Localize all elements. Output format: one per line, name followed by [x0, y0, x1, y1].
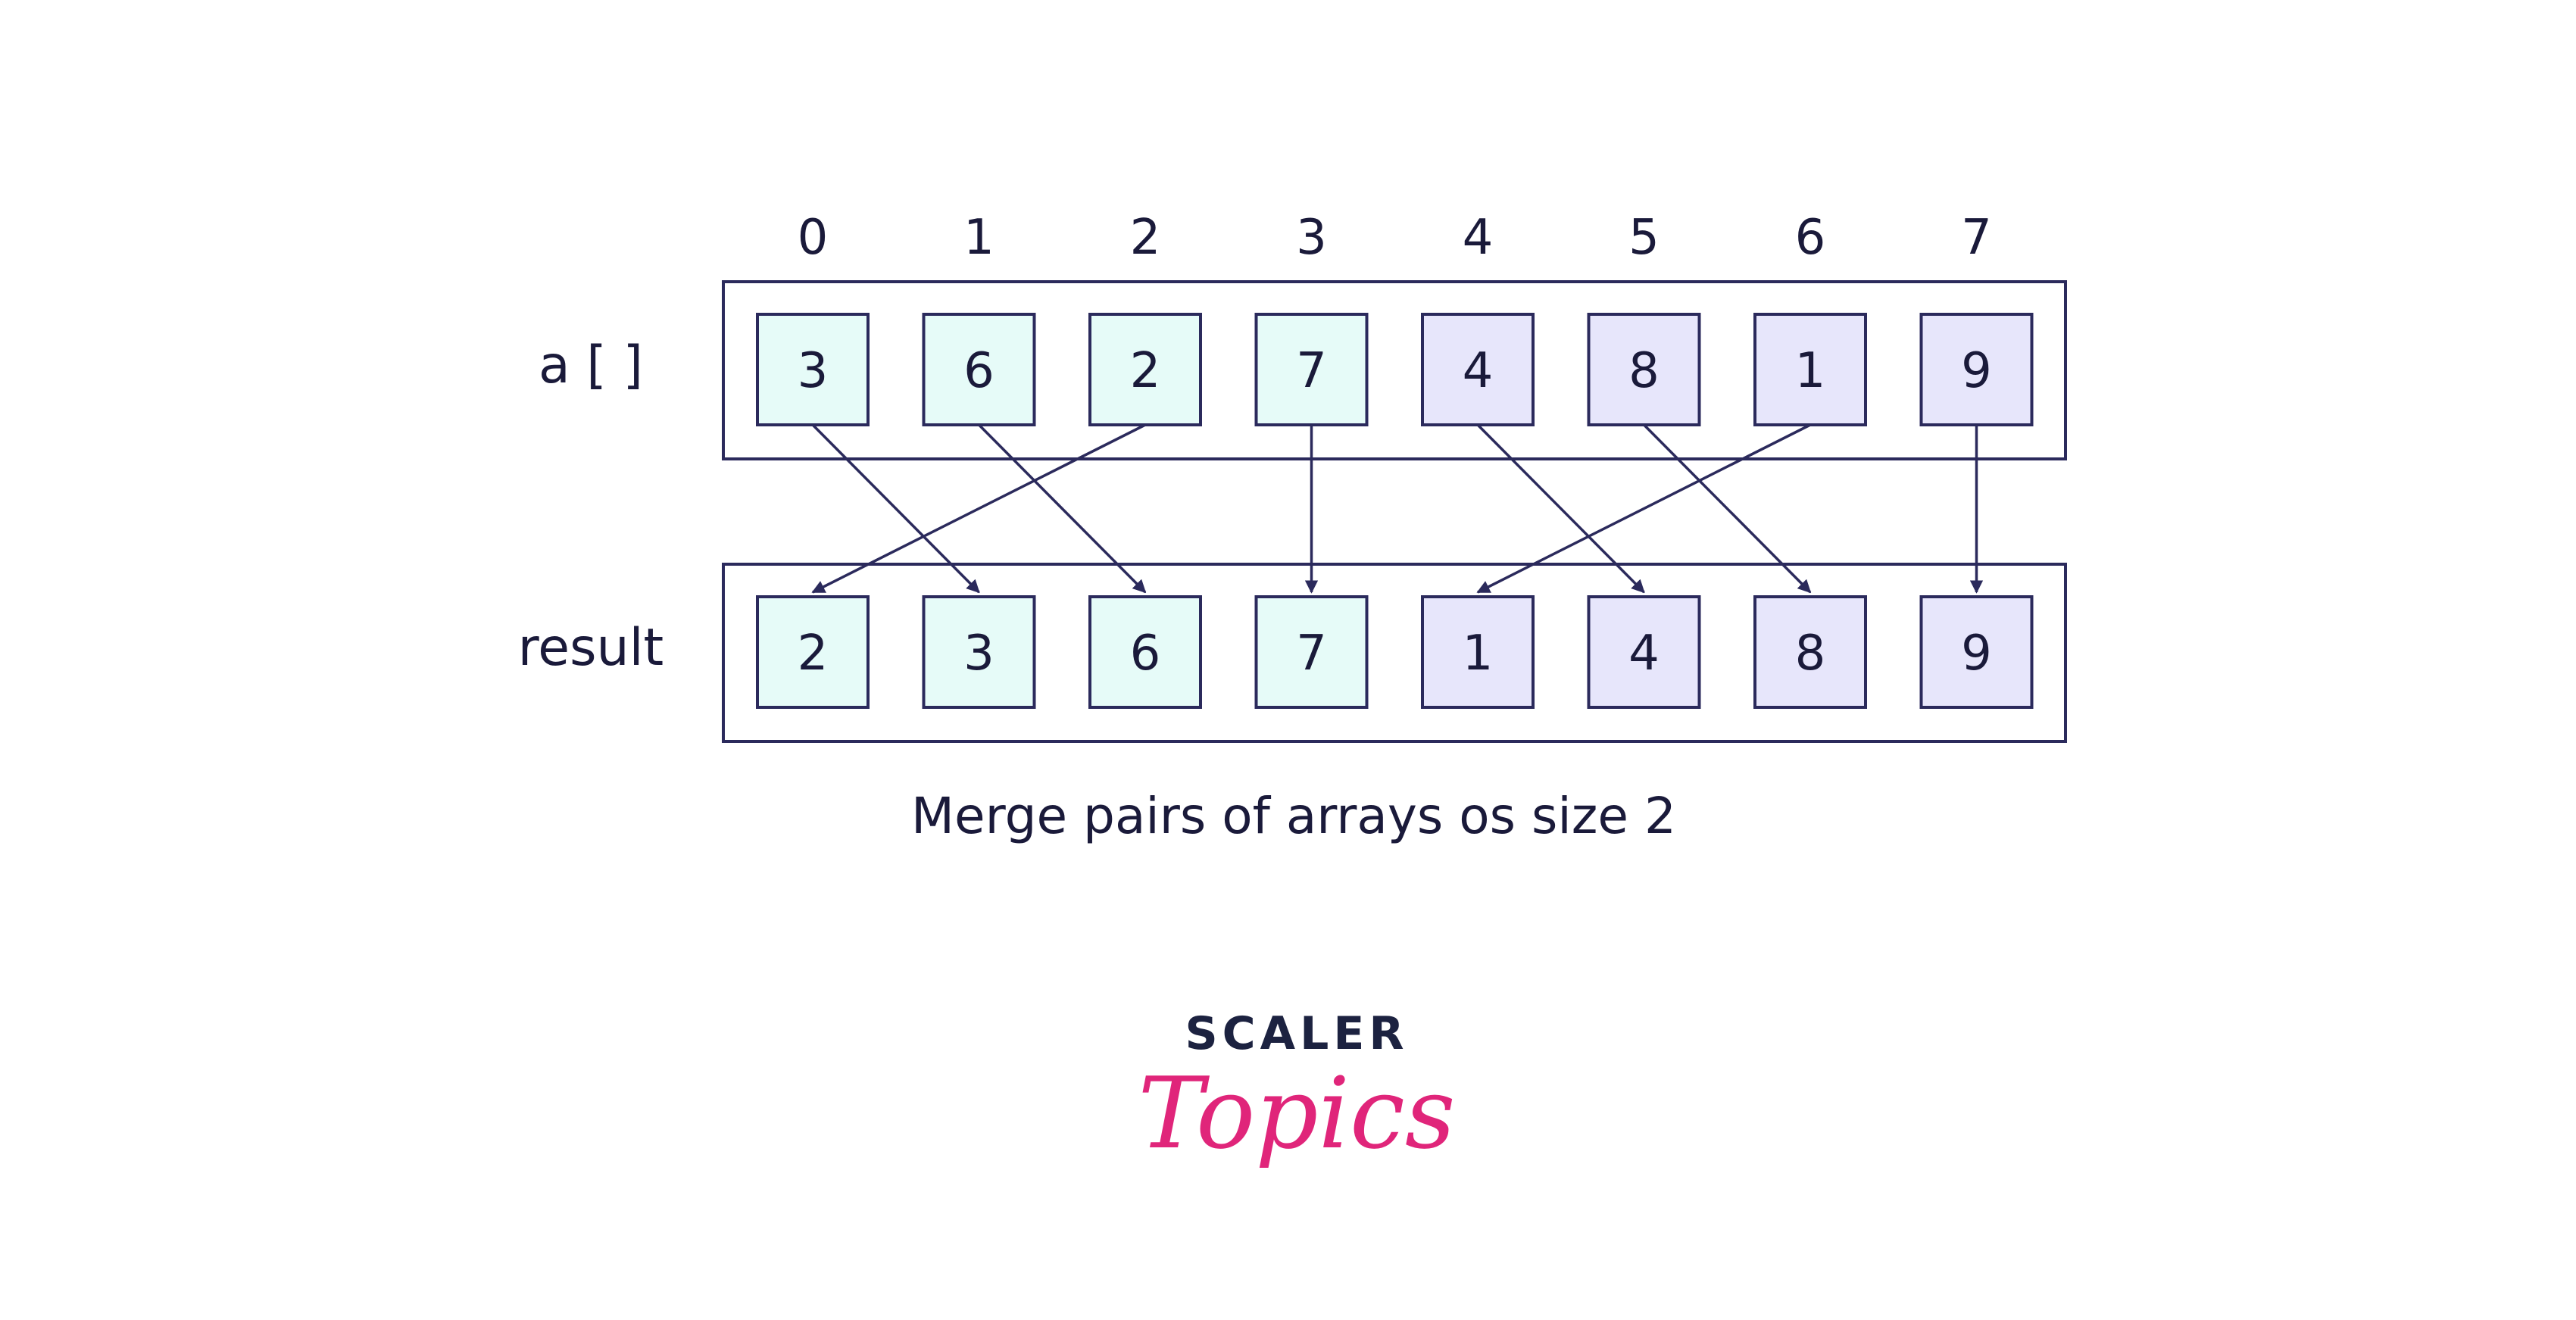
index-label: 7: [1961, 210, 1992, 266]
source-cell-value: 7: [1296, 343, 1327, 399]
logo-wordmark-top: SCALER: [1185, 1007, 1408, 1060]
result-cell: 9: [1919, 595, 2034, 709]
result-cell: 6: [1088, 595, 1202, 709]
source-cell-value: 6: [963, 343, 994, 399]
result-cell: 4: [1587, 595, 1701, 709]
source-cell-value: 2: [1130, 343, 1161, 399]
result-cell-box: [1919, 595, 2034, 709]
source-cell-box: [1088, 313, 1202, 426]
result-cell-value: 1: [1463, 626, 1494, 682]
index-label: 3: [1296, 210, 1327, 266]
source-cell-box: [1254, 313, 1369, 426]
source-cell-box: [1587, 313, 1701, 426]
result-cell-box: [922, 595, 1036, 709]
merge-arrow: [1643, 423, 1812, 594]
result-cell-value: 4: [1628, 626, 1660, 682]
source-cell: 3: [756, 313, 870, 426]
source-cell: 6: [922, 313, 1036, 426]
index-label: 6: [1795, 210, 1826, 266]
merge-arrow: [811, 423, 1146, 594]
index-label: 2: [1130, 210, 1161, 266]
merge-arrow: [811, 423, 980, 594]
result-cell-value: 7: [1296, 626, 1327, 682]
source-cell: 9: [1919, 313, 2034, 426]
result-cell: 8: [1753, 595, 1867, 709]
result-cell-value: 2: [798, 626, 829, 682]
result-cell: 3: [922, 595, 1036, 709]
merge-arrow: [1476, 423, 1811, 594]
index-label: 4: [1463, 210, 1494, 266]
source-cell: 8: [1587, 313, 1701, 426]
merge-arrow: [1476, 423, 1645, 594]
merge-arrows: [811, 423, 1984, 594]
result-array-cells: 2 3 6 7 1 4 8 9: [756, 595, 2034, 709]
merge-arrow: [978, 423, 1147, 594]
source-array-cells: 3 6 2 7 4 8 1 9: [756, 313, 2034, 426]
result-cell-value: 9: [1961, 626, 1992, 682]
source-array-container: [722, 280, 2067, 460]
result-cell: 7: [1254, 595, 1369, 709]
result-cell-box: [1753, 595, 1867, 709]
index-label: 1: [963, 210, 994, 266]
source-cell: 4: [1421, 313, 1535, 426]
source-cell: 1: [1753, 313, 1867, 426]
source-cell-value: 3: [798, 343, 829, 399]
result-cell-box: [1421, 595, 1535, 709]
source-array-label: a [ ]: [539, 335, 643, 395]
result-array-label: result: [518, 618, 664, 678]
index-label: 0: [798, 210, 829, 266]
source-cell-value: 8: [1628, 343, 1660, 399]
source-cell-value: 1: [1795, 343, 1826, 399]
source-cell-value: 9: [1961, 343, 1992, 399]
source-cell: 7: [1254, 313, 1369, 426]
index-label: 5: [1628, 210, 1660, 266]
result-cell-value: 6: [1130, 626, 1161, 682]
source-cell-value: 4: [1463, 343, 1494, 399]
logo-wordmark-bottom: Topics: [1138, 1056, 1455, 1171]
diagram-caption: Merge pairs of arrays os size 2: [911, 787, 1676, 845]
result-cell-value: 3: [963, 626, 994, 682]
source-cell-box: [1919, 313, 2034, 426]
index-row: 0 1 2 3 4 5 6 7: [798, 210, 1992, 266]
result-cell-value: 8: [1795, 626, 1826, 682]
result-array-container: [722, 563, 2067, 743]
source-cell-box: [1753, 313, 1867, 426]
scaler-topics-logo: SCALER Topics: [1138, 1007, 1455, 1171]
result-cell: 1: [1421, 595, 1535, 709]
result-cell-box: [1088, 595, 1202, 709]
result-cell-box: [756, 595, 870, 709]
source-cell: 2: [1088, 313, 1202, 426]
result-cell: 2: [756, 595, 870, 709]
result-cell-box: [1254, 595, 1369, 709]
result-cell-box: [1587, 595, 1701, 709]
